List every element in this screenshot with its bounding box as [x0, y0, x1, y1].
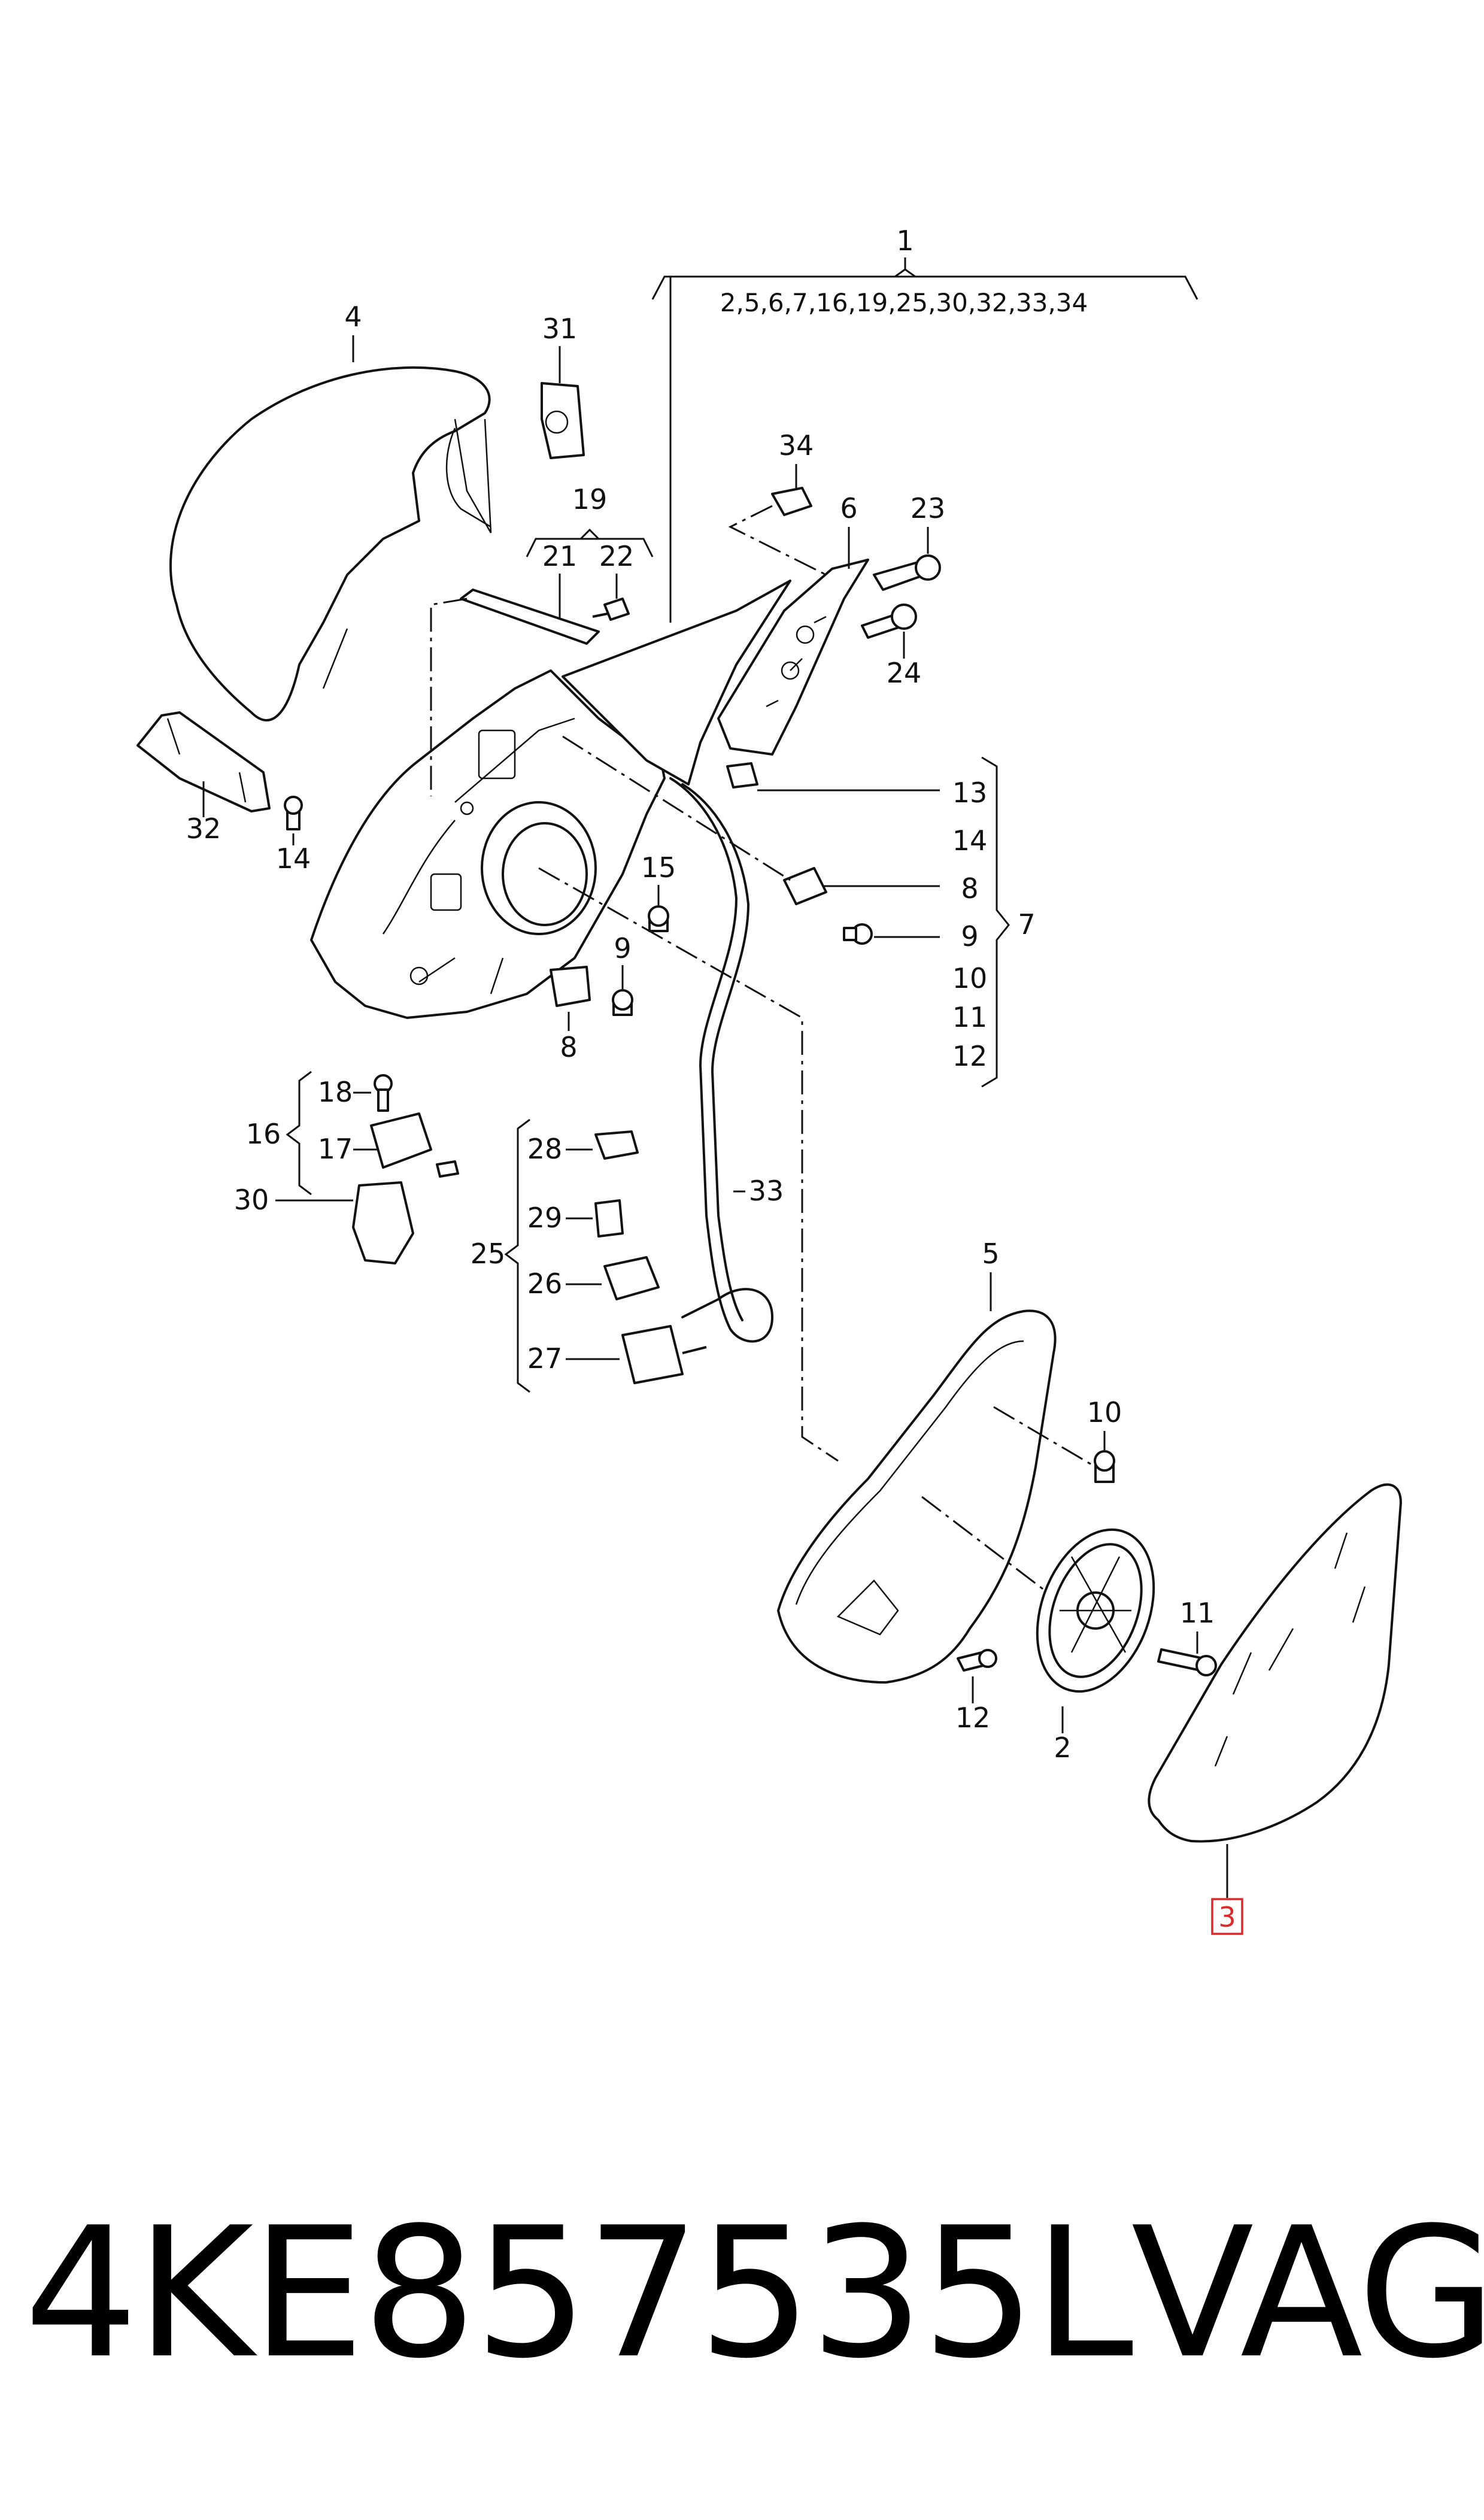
part-31-lamp: 31 [541, 313, 585, 459]
callout-15: 15 [641, 851, 676, 884]
callout-19-group: 19 21 22 [460, 483, 654, 645]
callout-16: 16 [246, 1118, 281, 1150]
part-26-connector [603, 1256, 660, 1300]
exploded-parts-diagram: 1 2,5,6,7,16,19,25,30,32,33,34 4 31 19 2… [136, 225, 1402, 1935]
part-6-triangle-cover: 6 [717, 492, 869, 756]
callout-29: 29 [527, 1202, 563, 1234]
callout-26: 26 [527, 1267, 563, 1300]
callout-3: 3 [1218, 1901, 1236, 1933]
callout-6: 6 [840, 492, 857, 524]
callout-34: 34 [779, 429, 814, 462]
callout-21: 21 [542, 540, 578, 572]
callout-25: 25 [471, 1238, 506, 1270]
part-30-lamp [352, 1181, 414, 1264]
part-29-connector [594, 1199, 624, 1238]
footer: 4KE857535L VAG [0, 2179, 1484, 2407]
mirror-housing-frame [310, 580, 791, 1019]
axis-line-cap [430, 598, 468, 796]
callout-11: 11 [1180, 1597, 1215, 1629]
callout-13: 13 [952, 777, 988, 809]
callout-1-components: 2,5,6,7,16,19,25,30,32,33,34 [720, 288, 1088, 317]
part-11-screw: 11 [1157, 1597, 1217, 1676]
callout-1-group: 1 2,5,6,7,16,19,25,30,32,33,34 [651, 225, 1198, 623]
callout-31: 31 [542, 313, 578, 345]
axis-line-glass [538, 867, 839, 1462]
callout-23: 23 [911, 492, 946, 524]
part-17-holder [370, 1112, 432, 1169]
part-27-connector [621, 1325, 707, 1384]
part-33-cable: 33 [669, 777, 784, 1343]
callout-25-group: 25 28 29 26 27 [471, 1118, 707, 1393]
axis-line-clip [562, 735, 791, 881]
part-10-screw: 10 [1087, 1396, 1122, 1483]
callout-11-right: 11 [952, 1001, 988, 1033]
callout-9-right: 9 [961, 920, 978, 953]
part-8-clip-right [783, 867, 940, 905]
callout-5: 5 [982, 1238, 999, 1270]
callout-10-right: 10 [952, 962, 988, 994]
callout-7: 7 [1018, 908, 1035, 941]
part-15-screw: 15 [641, 851, 676, 932]
part-3-highlight-box [1211, 1898, 1243, 1935]
part-number: 4KE857535L [24, 2188, 1134, 2398]
callout-16-group: 16 18 17 30 [234, 1071, 459, 1264]
part-4-mirror-cap: 4 [169, 301, 492, 721]
part-14-screw-left: 14 [276, 796, 311, 875]
callout-17: 17 [318, 1133, 353, 1165]
callout-18: 18 [318, 1076, 353, 1108]
part-8-clip-lower: 8 [550, 966, 591, 1063]
part-13-clip [726, 762, 940, 792]
callout-28: 28 [527, 1133, 563, 1165]
callout-9-lower: 9 [614, 932, 631, 965]
callout-12: 12 [955, 1702, 991, 1734]
callout-2: 2 [1054, 1731, 1071, 1764]
callout-8-right: 8 [961, 872, 978, 905]
callout-4: 4 [344, 301, 362, 333]
callout-14-right: 14 [952, 824, 988, 857]
part-24-screw: 24 [861, 604, 922, 689]
part-32-trim: 32 [136, 711, 271, 845]
callout-12-right: 12 [952, 1040, 988, 1072]
callout-30: 30 [234, 1184, 269, 1216]
callout-10: 10 [1087, 1396, 1122, 1429]
callout-19: 19 [572, 483, 608, 515]
brand-name: VAG [1131, 2188, 1484, 2398]
part-22-screw [592, 598, 630, 621]
part-9-screw-right [843, 923, 940, 945]
callout-27: 27 [527, 1342, 563, 1375]
callout-24: 24 [887, 657, 922, 689]
part-23-screw: 23 [873, 492, 946, 591]
part-21-strip [460, 589, 600, 645]
part-5-housing: 5 [777, 1238, 1096, 1684]
callout-1: 1 [896, 225, 914, 257]
part-28-connector [594, 1130, 639, 1160]
part-3-mirror-glass: 3 [1148, 1483, 1402, 1935]
callout-14-left: 14 [276, 842, 311, 875]
part-12-screw: 12 [955, 1649, 997, 1734]
part-9-screw-lower: 9 [612, 932, 633, 1016]
callout-8-lower: 8 [560, 1031, 577, 1063]
callout-33: 33 [749, 1175, 784, 1207]
callout-7-group: 13 14 8 9 10 11 12 7 [952, 756, 1036, 1088]
callout-32: 32 [186, 812, 221, 845]
part-34-clip: 34 [728, 429, 827, 576]
callout-22: 22 [599, 540, 635, 572]
part-2-adjuster: 2 [1036, 1528, 1155, 1764]
